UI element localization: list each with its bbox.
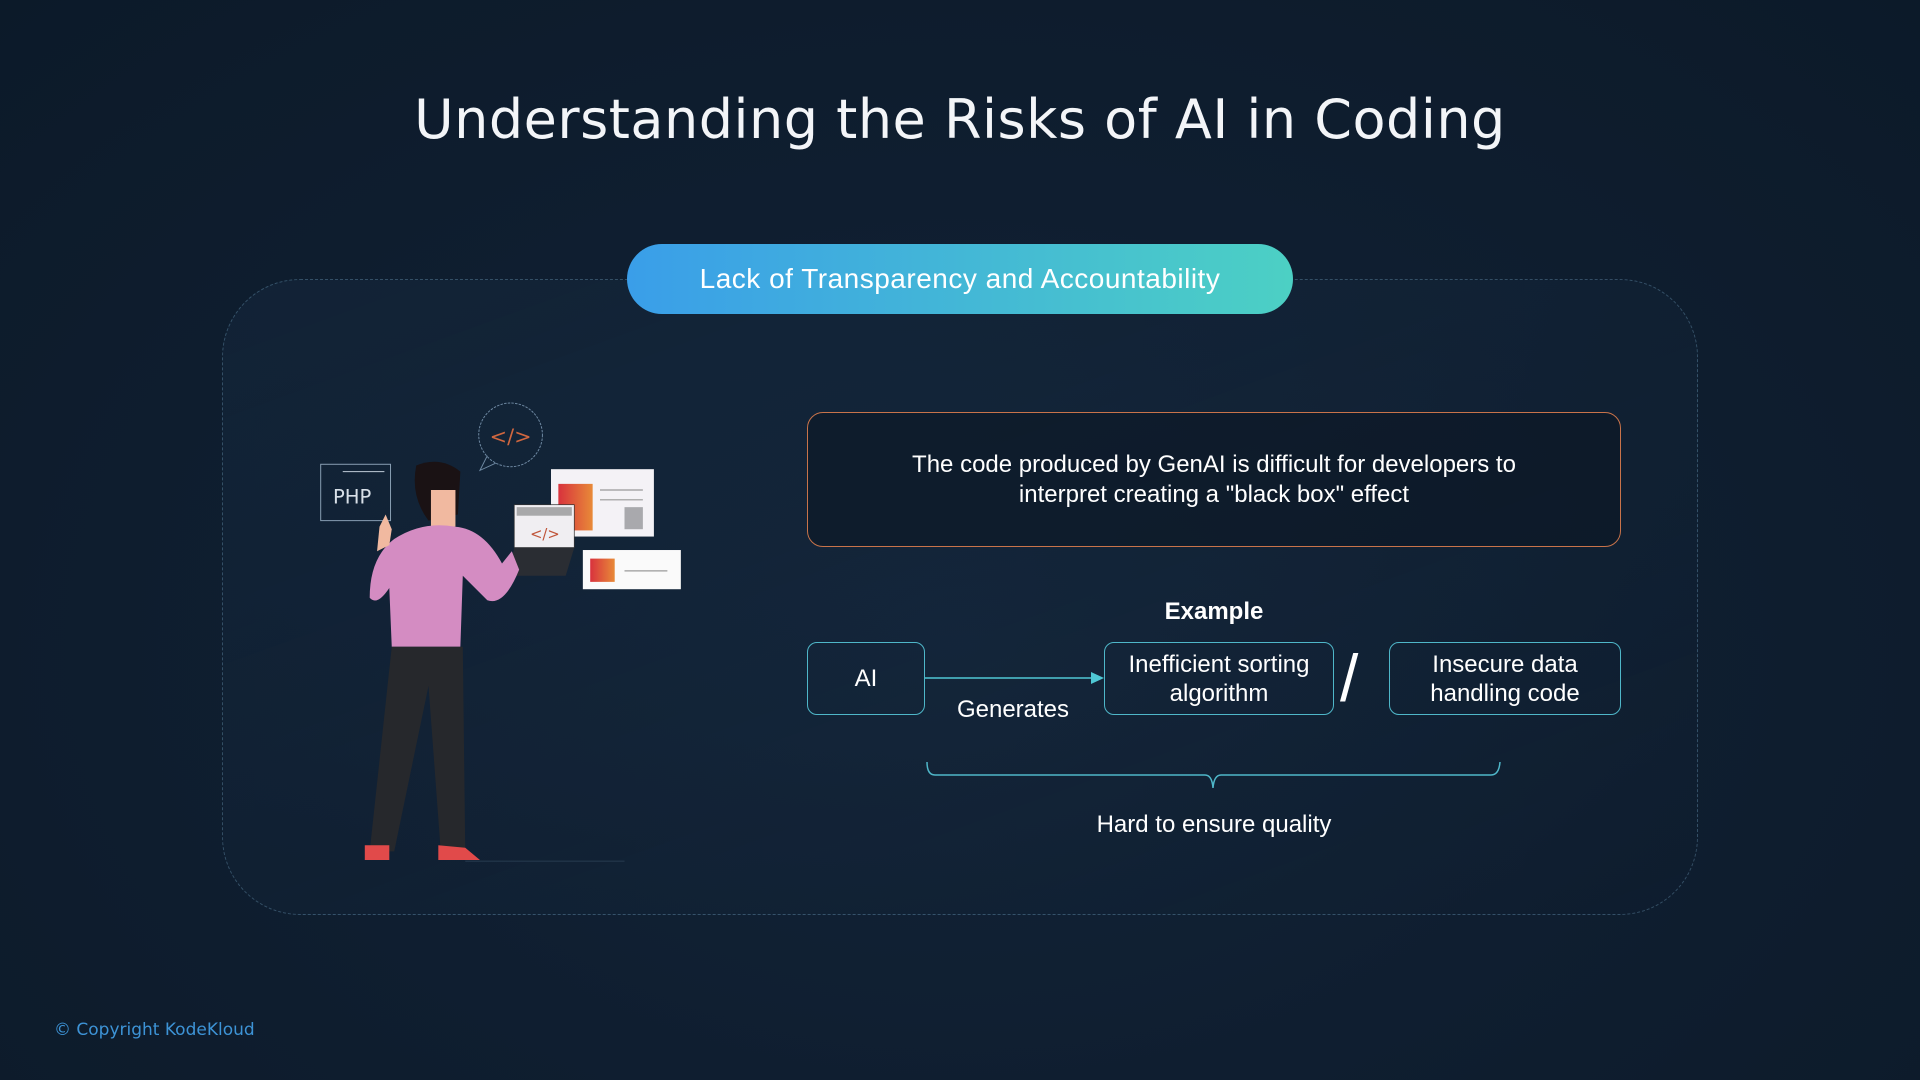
speech-bubble-code-icon: </> bbox=[478, 402, 543, 472]
php-window-icon: PHP bbox=[320, 463, 392, 522]
svg-text:</>: </> bbox=[530, 526, 560, 543]
separator-slash: / bbox=[1340, 641, 1359, 715]
php-label: PHP bbox=[333, 485, 372, 508]
generates-label: Generates bbox=[956, 696, 1070, 723]
conclusion-label: Hard to ensure quality bbox=[1096, 811, 1332, 838]
content-panel bbox=[222, 279, 1698, 915]
section-pill: Lack of Transparency and Accountability bbox=[627, 244, 1293, 314]
code-glyph: </> bbox=[490, 424, 532, 448]
developer-illustration: PHP </> </> bbox=[320, 402, 681, 862]
laptop-code-icon: </> bbox=[508, 504, 575, 576]
slide-title: Understanding the Risks of AI in Coding bbox=[414, 88, 1506, 151]
person-figure bbox=[364, 461, 625, 862]
arrow-icon bbox=[925, 672, 1104, 684]
description-box: The code produced by GenAI is difficult … bbox=[807, 412, 1621, 547]
brace-icon bbox=[926, 761, 1501, 789]
output-box-insecure-data: Insecure data handling code bbox=[1389, 642, 1621, 715]
example-heading: Example bbox=[1164, 598, 1264, 625]
ai-box: AI bbox=[807, 642, 925, 715]
output-box-inefficient-sorting: Inefficient sorting algorithm bbox=[1104, 642, 1334, 715]
copyright-footer: © Copyright KodeKloud bbox=[54, 1020, 255, 1040]
